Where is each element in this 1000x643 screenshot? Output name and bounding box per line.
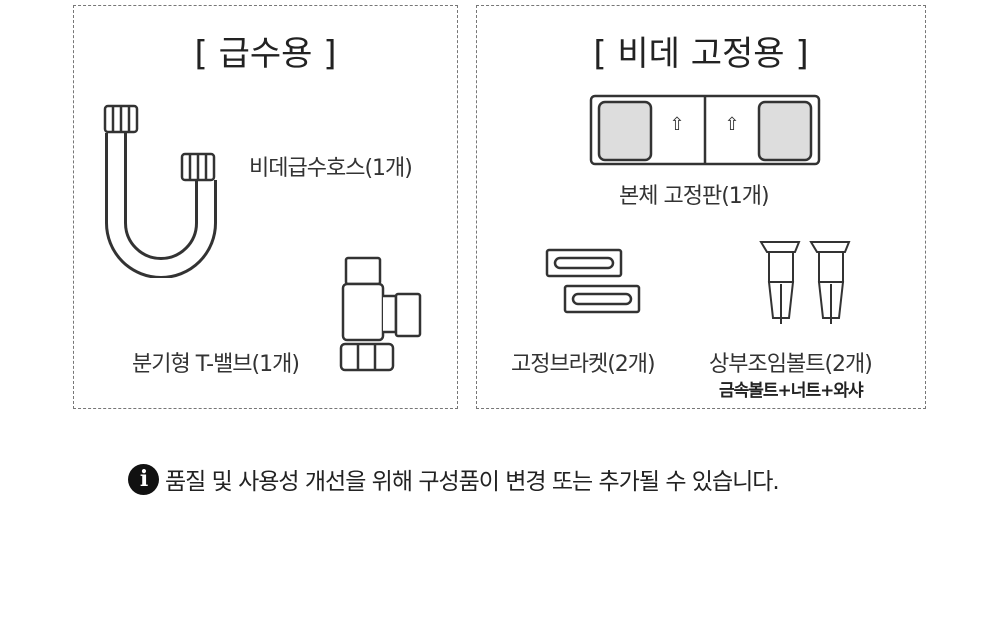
water-supply-section: [ 급수용 ] 비데급수호스(1개) 분기형 T-밸브(1개) [73, 5, 458, 409]
svg-text:⇧: ⇧ [724, 114, 739, 135]
section-title: [ 비데 고정용 ] [593, 34, 809, 74]
fixing-plate-label: 본체 고정판(1개) [619, 184, 770, 209]
hose-illustration [103, 104, 217, 278]
bolt-note: 금속볼트+너트+와샤 [719, 381, 864, 401]
notice-text: 품질 및 사용성 개선을 위해 구성품이 변경 또는 추가될 수 있습니다. [165, 469, 780, 495]
bidet-fixing-section: [ 비데 고정용 ] ⇧ ⇧ 본체 고정판(1개) 고정브라켓(2개) 상부조임… [476, 5, 926, 409]
hose-label: 비데급수호스(1개) [249, 156, 413, 181]
fixing-plate-illustration: ⇧ ⇧ [589, 94, 821, 166]
t-valve-label: 분기형 T-밸브(1개) [132, 352, 300, 377]
notice: i 품질 및 사용성 개선을 위해 구성품이 변경 또는 추가될 수 있습니다. [128, 462, 780, 496]
svg-text:⇧: ⇧ [669, 114, 684, 135]
bolt-illustration [759, 241, 851, 324]
info-icon: i [128, 463, 159, 495]
bracket-label: 고정브라켓(2개) [511, 352, 656, 377]
bracket-illustration [545, 248, 641, 314]
section-title: [ 급수용 ] [194, 34, 337, 74]
t-valve-illustration [339, 256, 422, 372]
bolt-label: 상부조임볼트(2개) [709, 352, 873, 377]
